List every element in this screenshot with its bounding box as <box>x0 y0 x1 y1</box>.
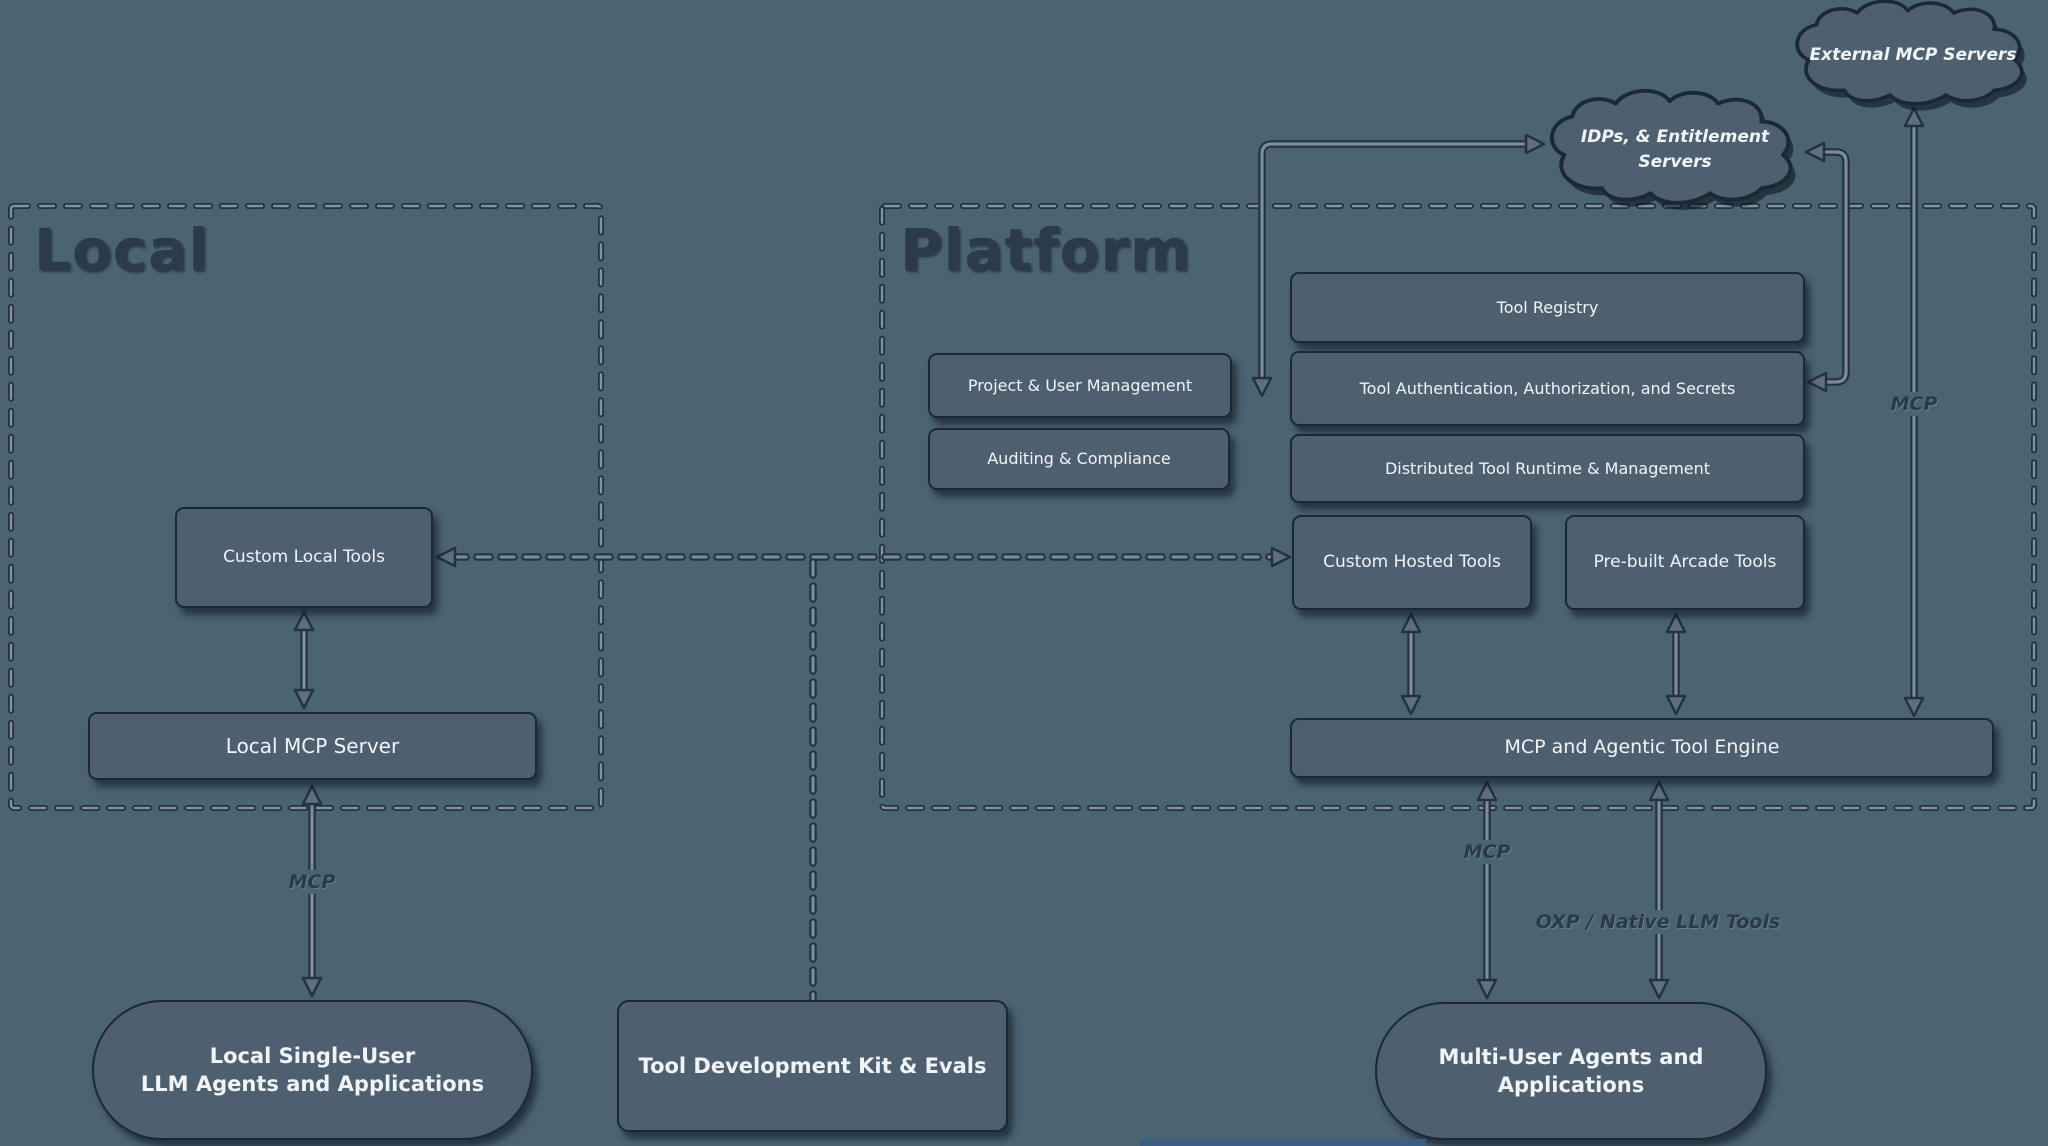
arrow-engine-to-multi-oxp <box>1648 780 1670 1000</box>
bottom-edge-artifact <box>1140 1139 1426 1146</box>
node-project-user-management: Project & User Management <box>928 353 1232 418</box>
platform-container-border <box>879 203 2037 811</box>
local-container-border <box>8 203 604 811</box>
node-distributed-runtime: Distributed Tool Runtime & Management <box>1290 434 1805 503</box>
arrow-dashed-local-hosted <box>435 546 1292 568</box>
cloud-label-external-mcp: External MCP Servers <box>1809 44 2017 65</box>
arrow-project-user-to-idps <box>1251 133 1546 398</box>
arrow-idps-to-tool-auth <box>1804 141 1850 393</box>
edge-label-multi-mcp: MCP <box>1456 840 1518 864</box>
platform-container-title: Platform <box>900 216 1192 284</box>
node-auditing-compliance: Auditing & Compliance <box>928 428 1230 490</box>
edge-label-oxp: OXP / Native LLM Tools <box>1528 910 1788 934</box>
node-custom-hosted-tools: Custom Hosted Tools <box>1292 515 1532 610</box>
cloud-label-idps: IDPs, & Entitlement Servers <box>1580 126 1770 172</box>
node-local-single-user-agents: Local Single-User LLM Agents and Applica… <box>92 1000 533 1140</box>
node-mcp-agentic-tool-engine: MCP and Agentic Tool Engine <box>1290 718 1994 778</box>
edge-label-local-mcp: MCP <box>281 870 343 894</box>
arrow-prebuilt-to-engine <box>1665 612 1687 716</box>
node-custom-local-tools: Custom Local Tools <box>175 507 433 608</box>
node-tool-auth: Tool Authentication, Authorization, and … <box>1290 351 1805 426</box>
local-container-title: Local <box>34 216 210 284</box>
arrow-custom-local-to-local-mcp <box>293 610 315 710</box>
node-prebuilt-arcade-tools: Pre-built Arcade Tools <box>1565 515 1805 610</box>
arrow-custom-hosted-to-engine <box>1400 612 1422 716</box>
node-tool-development-kit: Tool Development Kit & Evals <box>617 1000 1008 1132</box>
node-tool-registry: Tool Registry <box>1290 272 1805 343</box>
edge-label-external-mcp: MCP <box>1883 392 1945 416</box>
node-local-mcp-server: Local MCP Server <box>88 712 537 780</box>
arrow-engine-to-multi-mcp <box>1476 780 1498 1000</box>
node-multi-user-agents: Multi-User Agents and Applications <box>1375 1002 1767 1140</box>
